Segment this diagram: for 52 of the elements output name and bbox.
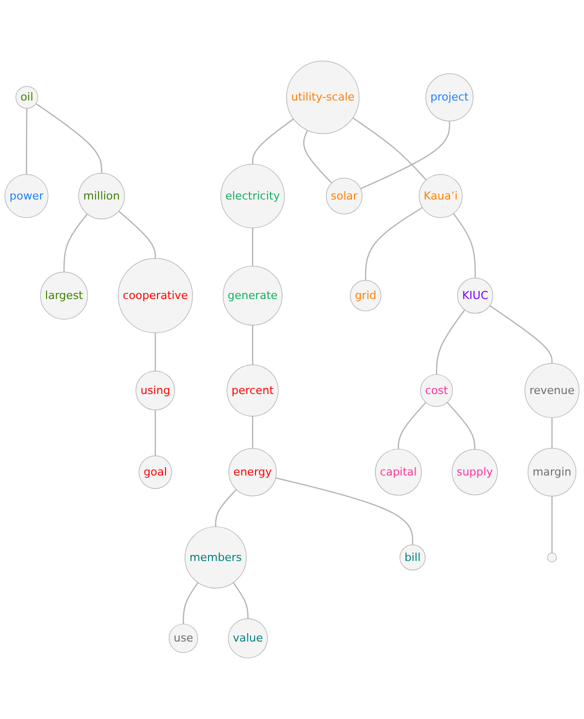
node-circle: margin [528, 448, 576, 496]
node-circle: grid [350, 280, 382, 312]
node-circle: power [4, 174, 48, 218]
connector [303, 130, 332, 184]
node-circle: supply [452, 449, 498, 496]
node-circle: cooperative [118, 258, 193, 334]
connector [551, 496, 553, 553]
connector [182, 582, 198, 624]
connector [36, 103, 102, 174]
node-circle: energy [228, 448, 277, 496]
connector [215, 489, 237, 527]
node-circle: million [78, 172, 125, 220]
node-circle: project [426, 73, 474, 122]
node-circle: using [136, 370, 176, 410]
node-circle: solar [326, 178, 362, 214]
connector [252, 416, 254, 448]
node-circle [547, 552, 557, 562]
node-circle: Kaua’i [418, 174, 463, 218]
connector [154, 332, 156, 372]
connector [154, 410, 156, 456]
node-circle: generate [222, 266, 282, 326]
node-circle: use [168, 624, 198, 653]
connector [489, 305, 553, 364]
node-circle: KIUC [457, 278, 494, 314]
connector [364, 207, 423, 280]
connector [26, 108, 28, 174]
connector [276, 477, 414, 545]
connector [352, 117, 427, 180]
node-circle: utility-scale [286, 60, 360, 134]
node-circle: oil [16, 86, 38, 109]
node-circle: value [228, 618, 268, 658]
connector [446, 402, 476, 450]
connector [398, 402, 426, 450]
node-circle: members [184, 526, 247, 588]
node-circle: largest [40, 272, 88, 320]
connector [252, 228, 254, 266]
connector [360, 121, 450, 190]
connector [118, 210, 156, 258]
connector [252, 118, 294, 164]
connector [232, 582, 248, 619]
node-circle: goal [138, 456, 172, 489]
node-circle: cost [420, 374, 453, 407]
node-circle: percent [226, 364, 279, 416]
node-circle: revenue [524, 363, 580, 418]
connector [551, 418, 553, 448]
connector [452, 213, 476, 278]
node-circle: bill [400, 544, 426, 570]
node-circle: capital [375, 448, 422, 496]
connector [63, 214, 88, 272]
node-circle: electricity [220, 164, 285, 228]
connector [436, 310, 466, 374]
connector [252, 325, 254, 365]
